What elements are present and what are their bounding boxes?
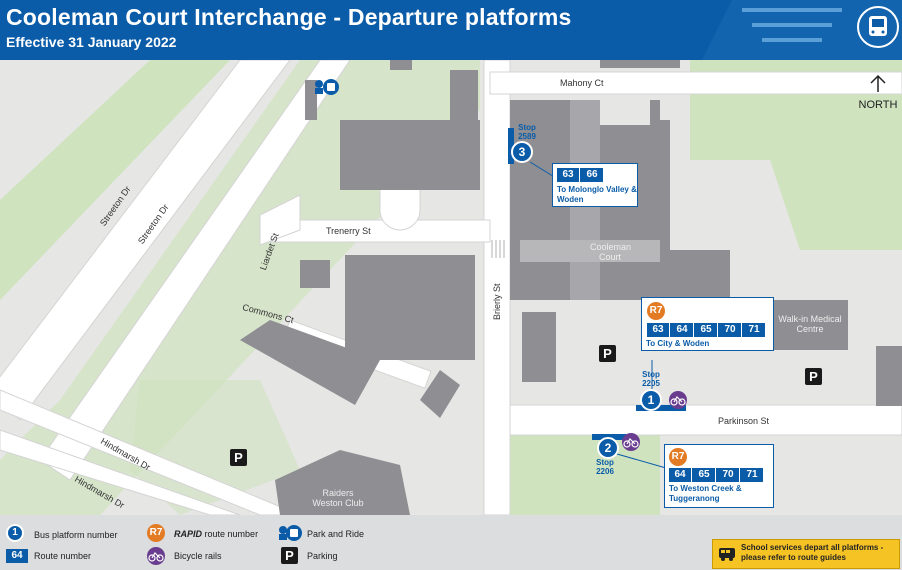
route-badge: 64: [671, 323, 694, 337]
page-title: Cooleman Court Interchange - Departure p…: [6, 4, 572, 30]
north-indicator: NORTH: [858, 74, 898, 111]
legend-parking: Parking: [307, 551, 338, 561]
route-badge: 63: [647, 323, 670, 337]
stop-2-routes: 64 65 70 71: [669, 468, 764, 482]
north-arrow-icon: [870, 74, 886, 92]
street-label-trenerry: Trenerry St: [326, 226, 371, 236]
street-label-brierly: Brierly St: [492, 283, 502, 320]
bicycle-icon: [147, 547, 165, 565]
school-notice-text: School services depart all platforms - p…: [741, 543, 884, 562]
park-and-ride-icon: [279, 525, 302, 541]
school-bus-icon: [719, 548, 735, 561]
school-services-notice: School services depart all platforms - p…: [712, 539, 900, 569]
rapid-badge: R7: [647, 302, 665, 320]
legend-bus-platform: Bus platform number: [34, 530, 118, 540]
place-raiders-weston: Raiders Weston Club: [312, 488, 364, 508]
parking-icon: P: [599, 345, 616, 362]
legend-route-number: Route number: [34, 551, 92, 561]
route-badge: 70: [717, 468, 740, 482]
bus-icon: [857, 6, 899, 48]
bicycle-icon: [669, 391, 687, 409]
legend-rapid-icon: R7: [147, 524, 165, 542]
place-cooleman-court: Cooleman Court: [590, 242, 632, 262]
stop-bay-3: [508, 128, 514, 164]
stop-bay-1: [636, 405, 686, 411]
stop-1-callout: R7 63 64 65 70 71 To City & Woden: [641, 297, 774, 351]
route-badge: 63: [557, 168, 580, 182]
stop-2-destination: To Weston Creek & Tuggeranong: [669, 484, 742, 503]
place-walk-in-medical: Walk-in Medical Centre: [778, 314, 842, 334]
parking-icon: P: [230, 449, 247, 466]
legend-rapid: RAPID route number: [174, 529, 259, 539]
stop-3-callout: 63 66 To Molonglo Valley & Woden: [552, 163, 638, 207]
stop-3-routes: 63 66: [557, 168, 604, 182]
route-badge: 66: [581, 168, 604, 182]
legend-bicycle: Bicycle rails: [174, 551, 222, 561]
legend-parking-icon: P: [281, 547, 298, 564]
platform-3-icon: 3: [511, 141, 533, 163]
platform-2-icon: 2: [597, 437, 619, 459]
route-badge: 65: [693, 468, 716, 482]
area-map: [0, 60, 902, 515]
rapid-badge: R7: [669, 448, 687, 466]
stop-1-destination: To City & Woden: [646, 339, 710, 348]
header-bar: Cooleman Court Interchange - Departure p…: [0, 0, 902, 60]
route-badge: 71: [741, 468, 764, 482]
page-subtitle: Effective 31 January 2022: [6, 34, 177, 50]
street-label-mahony: Mahony Ct: [560, 78, 604, 88]
legend-platform-icon: 1: [6, 524, 24, 542]
route-badge: 64: [669, 468, 692, 482]
route-badge: 65: [695, 323, 718, 337]
legend-route-icon: 64: [6, 549, 28, 563]
route-badge: 71: [743, 323, 766, 337]
street-label-parkinson: Parkinson St: [718, 416, 770, 426]
bicycle-icon: [622, 433, 640, 451]
platform-1-icon: 1: [640, 389, 662, 411]
parking-icon: P: [805, 368, 822, 385]
park-and-ride-icon: [315, 79, 339, 95]
legend-park-ride: Park and Ride: [307, 529, 365, 539]
stop-1-routes: 63 64 65 70 71: [647, 323, 766, 337]
stop-3-destination: To Molonglo Valley & Woden: [557, 185, 637, 204]
north-label: NORTH: [858, 99, 898, 111]
route-badge: 70: [719, 323, 742, 337]
header-decoration: [702, 0, 902, 60]
stop-2-callout: R7 64 65 70 71 To Weston Creek & Tuggera…: [664, 444, 774, 508]
